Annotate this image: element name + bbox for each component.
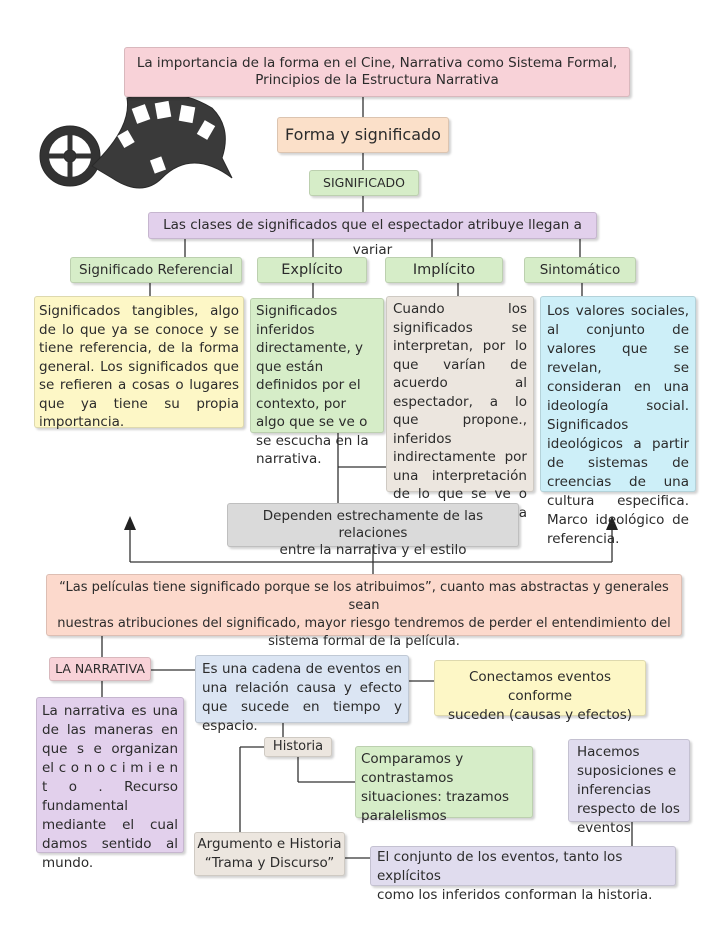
quote-box: “Las películas tiene significado porque … bbox=[46, 574, 682, 649]
implicito-label: Implícito bbox=[385, 257, 503, 283]
clases-box: Las clases de significados que el espect… bbox=[148, 212, 597, 258]
historia-box: Historia bbox=[264, 737, 332, 757]
conjunto-box: El conjunto de los eventos, tanto los ex… bbox=[370, 846, 676, 903]
title-box: La importancia de la forma en el Cine, N… bbox=[124, 47, 630, 97]
conjunto-line-1: El conjunto de los eventos, tanto los ex… bbox=[377, 849, 623, 884]
conectamos-line-1: Conectamos eventos conforme bbox=[468, 669, 611, 704]
explicito-label: Explícito bbox=[257, 257, 367, 283]
dependen-box: Dependen estrechamente de las relaciones… bbox=[227, 503, 519, 558]
cadena-box: Es una cadena de eventos en una relación… bbox=[195, 655, 409, 734]
film-reel-icon bbox=[39, 92, 233, 189]
implicito-desc: Cuando los significados se interpretan, … bbox=[386, 296, 534, 539]
significado-box: SIGNIFICADO bbox=[309, 170, 419, 196]
narrativa-desc: La narrativa es una de las maneras en qu… bbox=[36, 697, 184, 871]
conectamos-line-2: suceden (causas y efectos) bbox=[447, 707, 633, 723]
hacemos-box: Hacemos suposiciones e inferencias respe… bbox=[568, 739, 690, 836]
forma-box: Forma y significado bbox=[277, 117, 449, 153]
conectamos-box: Conectamos eventos conforme suceden (cau… bbox=[434, 660, 646, 723]
sintomatico-label: Sintomático bbox=[524, 257, 636, 283]
quote-line-2: nuestras atribuciones del significado, m… bbox=[57, 616, 671, 631]
argumento-box: Argumento e Historia “Trama y Discurso” bbox=[194, 832, 345, 876]
argumento-line-1: Argumento e Historia bbox=[197, 836, 342, 852]
dependen-line-1: Dependen estrechamente de las relaciones bbox=[262, 508, 484, 541]
conjunto-line-2: como los inferidos conforman la historia… bbox=[377, 887, 653, 903]
referencial-desc: Significados tangibles, algo de lo que y… bbox=[34, 296, 244, 430]
referencial-label: Significado Referencial bbox=[70, 257, 242, 283]
comparamos-box: Comparamos y contrastamos situaciones: t… bbox=[355, 746, 533, 824]
narrativa-label: LA NARRATIVA bbox=[49, 657, 151, 681]
title-line-1: La importancia de la forma en el Cine, N… bbox=[136, 55, 618, 71]
quote-line-3: sistema formal de la película. bbox=[268, 634, 460, 649]
explicito-desc: Significados inferidos directamente, y q… bbox=[250, 298, 384, 467]
title-line-2: Principios de la Estructura Narrativa bbox=[255, 72, 499, 88]
quote-line-1: “Las películas tiene significado porque … bbox=[59, 580, 669, 613]
argumento-line-2: “Trama y Discurso” bbox=[204, 855, 335, 871]
sintomatico-desc: Los valores sociales, al conjunto de val… bbox=[540, 296, 696, 547]
dependen-line-2: entre la narrativa y el estilo bbox=[279, 542, 467, 558]
